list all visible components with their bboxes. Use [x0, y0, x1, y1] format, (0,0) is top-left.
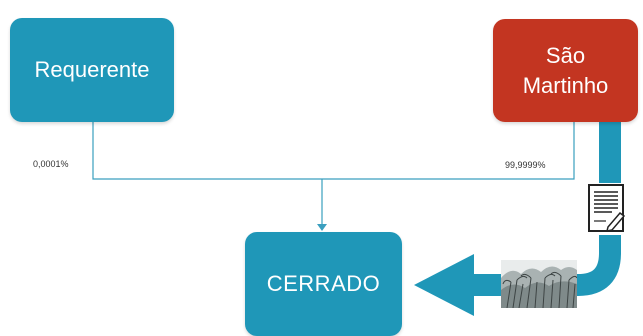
requerente-node: Requerente — [10, 18, 174, 122]
down-arrowhead — [317, 224, 327, 231]
sao-martinho-label-line2: Martinho — [522, 72, 609, 98]
cerrado-label: CERRADO — [266, 271, 381, 296]
sao-martinho-label-line1: São — [545, 42, 586, 68]
sao-martinho-node: São Martinho — [493, 19, 638, 122]
supply-flow-pipe — [474, 122, 621, 296]
supply-flow-arrowhead — [414, 254, 474, 316]
requerente-label: Requerente — [34, 57, 150, 82]
sao-martinho-share-label: 99,9999% — [505, 160, 546, 170]
contract-document-icon — [586, 183, 628, 235]
cerrado-node: CERRADO — [245, 232, 402, 336]
sugarcane-field-icon — [501, 260, 578, 309]
requerente-share-label: 0,0001% — [33, 159, 69, 169]
requerente-connector — [92, 122, 575, 180]
